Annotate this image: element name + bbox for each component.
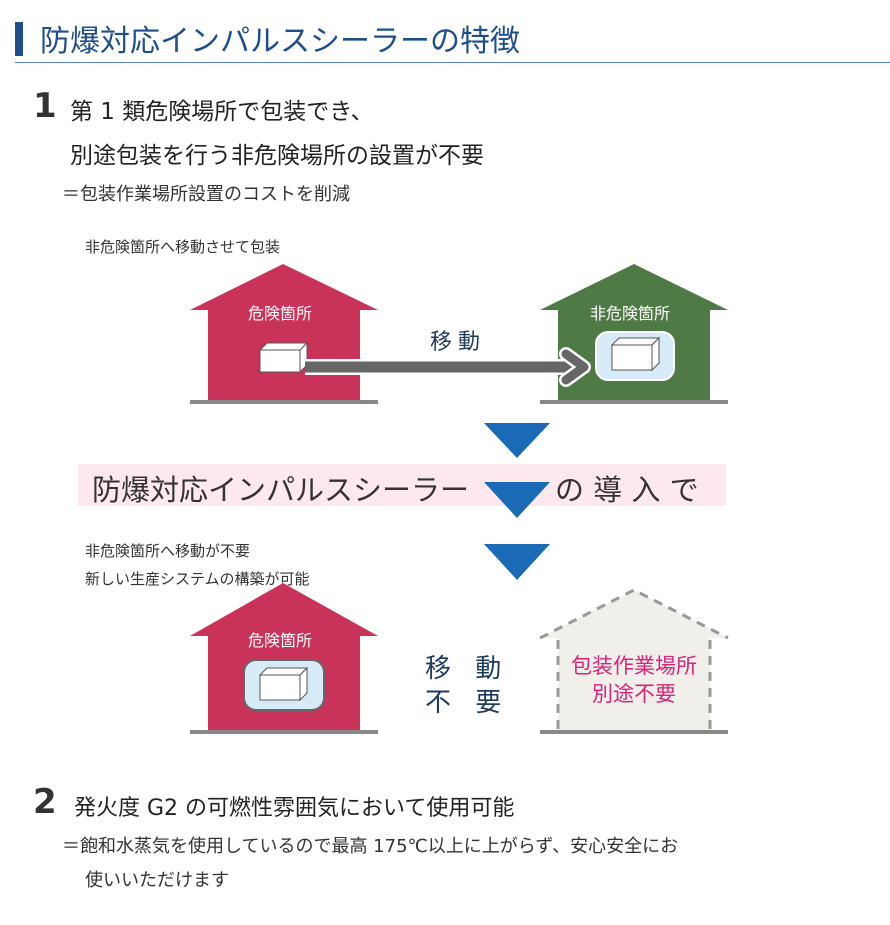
feature-1-line1: 第 1 類危険場所で包装でき、 bbox=[70, 99, 374, 125]
feature-2-line1: 発火度 G2 の可燃性雰囲気において使用可能 bbox=[74, 796, 515, 821]
after-note-2: 新しい生産システムの構築が可能 bbox=[85, 570, 310, 588]
move-label: 移動 bbox=[430, 330, 487, 355]
danger-label: 危険箇所 bbox=[248, 304, 313, 323]
danger-label-after: 危険箇所 bbox=[248, 631, 313, 650]
danger-house-after bbox=[190, 583, 378, 734]
introduction-band bbox=[78, 464, 726, 506]
band-introduction: の 導 入 で bbox=[555, 473, 699, 507]
feature-2-sub2: 使いいただけます bbox=[85, 870, 229, 891]
package-icon bbox=[610, 336, 661, 372]
page-title: 防爆対応インパルスシーラーの特徴 bbox=[40, 24, 520, 59]
ghost-line2: 別途不要 bbox=[592, 682, 676, 706]
before-note: 非危険箇所へ移動させて包装 bbox=[85, 238, 281, 256]
ghost-house bbox=[539, 588, 729, 734]
down-triangle-icon bbox=[484, 544, 550, 580]
feature-1-number: 1 bbox=[33, 86, 57, 126]
feature-2-number: 2 bbox=[33, 782, 57, 822]
feature-1-line2: 別途包装を行う非危険場所の設置が不要 bbox=[70, 143, 484, 169]
after-note-1: 非危険箇所へ移動が不要 bbox=[85, 542, 251, 560]
title-divider bbox=[15, 62, 890, 63]
feature-1-sub: ＝包装作業場所設置のコストを削減 bbox=[62, 184, 350, 205]
package-icon bbox=[258, 666, 309, 702]
no-move-line1: 移 動 bbox=[425, 654, 510, 684]
ghost-line1: 包装作業場所 bbox=[571, 654, 697, 678]
safe-label: 非危険箇所 bbox=[590, 304, 671, 323]
no-move-line2: 不 要 bbox=[425, 688, 510, 718]
down-triangle-icon bbox=[484, 423, 550, 458]
move-arrow-icon bbox=[305, 347, 591, 387]
feature-2-sub1: ＝飽和水蒸気を使用しているので最高 175℃以上に上がらず、安心安全にお bbox=[62, 836, 679, 857]
down-triangle-icon bbox=[484, 482, 550, 518]
title-accent-bar bbox=[15, 22, 23, 56]
band-product-name: 防爆対応インパルスシーラー bbox=[92, 473, 470, 507]
